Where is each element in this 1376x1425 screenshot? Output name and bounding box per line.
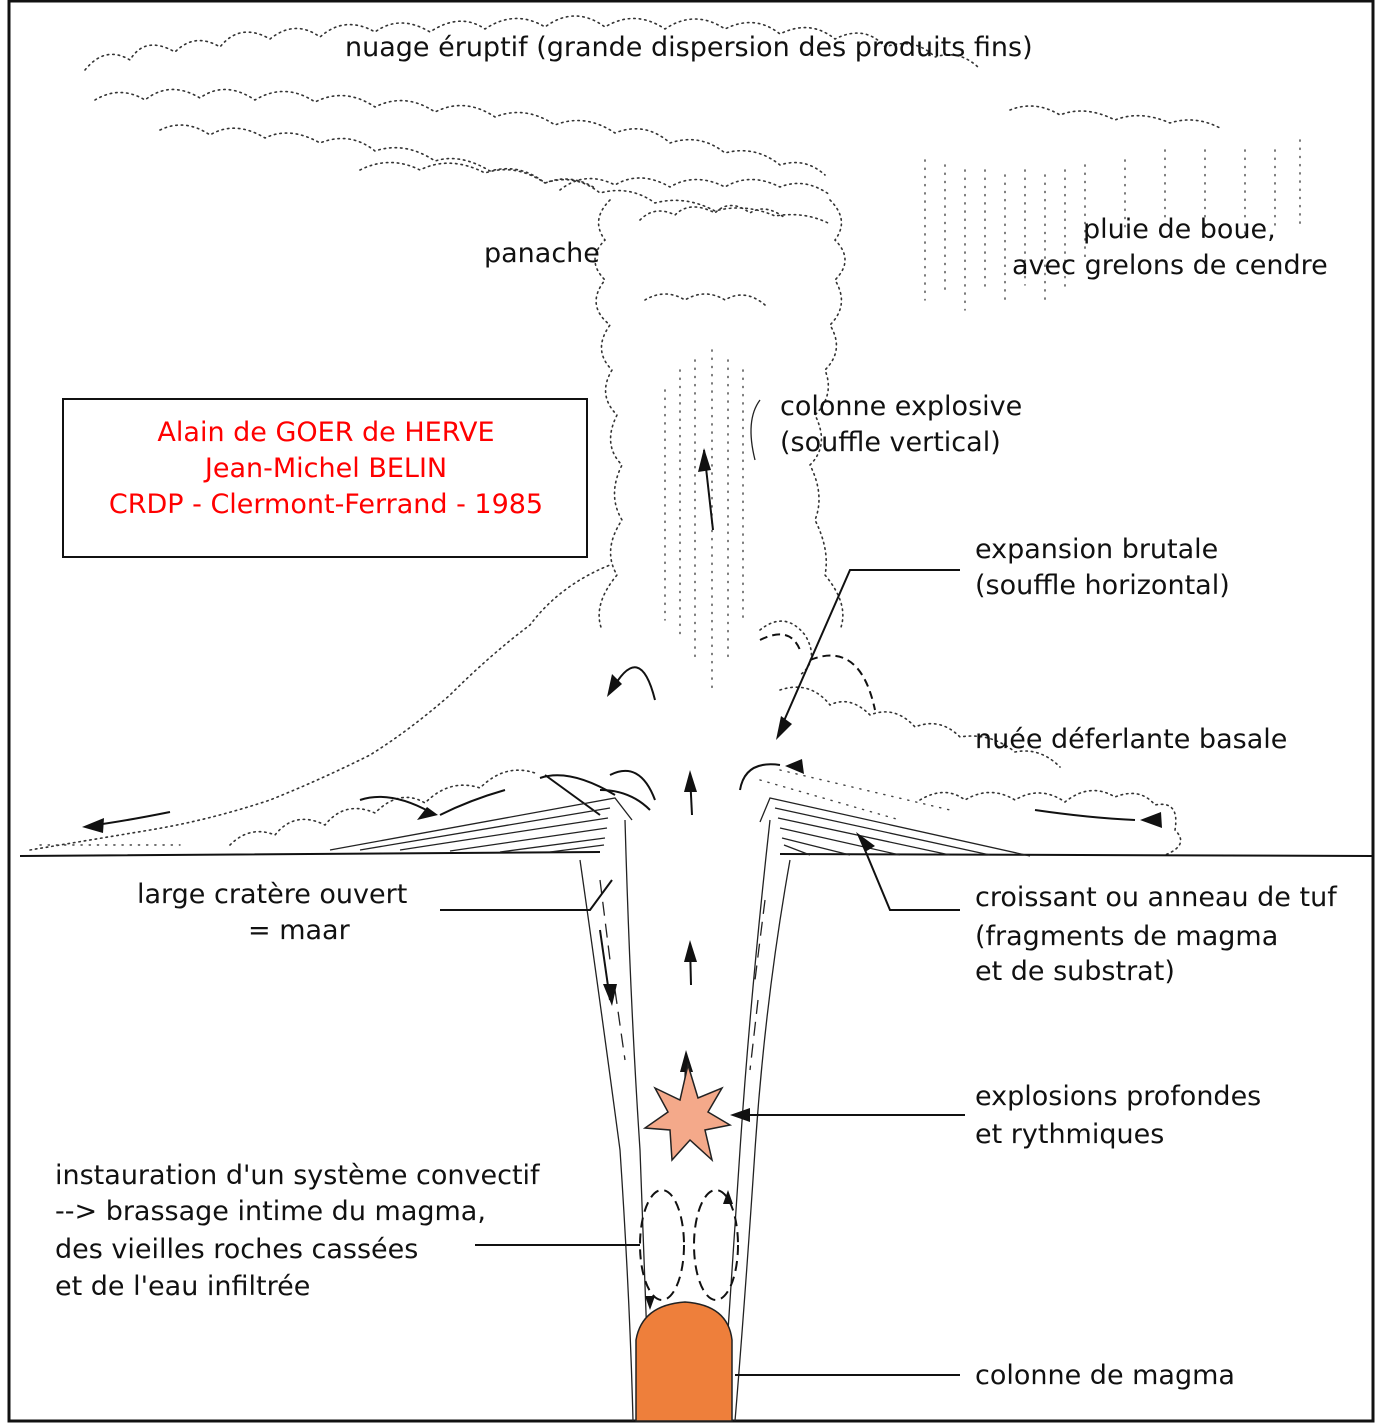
label-tuff-2: (fragments de magma: [975, 921, 1278, 952]
label-crater-2: = maar: [248, 915, 351, 946]
credits-box: Alain de GOER de HERVE Jean-Michel BELIN…: [63, 399, 587, 557]
label-crater-1: large cratère ouvert: [137, 879, 407, 910]
credit-line-2: Jean-Michel BELIN: [203, 453, 447, 484]
label-eruptive-cloud: nuage éruptif (grande dispersion des pro…: [345, 32, 1033, 63]
label-column-2: (souffle vertical): [780, 427, 1001, 458]
label-plume: panache: [484, 238, 600, 269]
label-tuff-3: et de substrat): [975, 956, 1175, 987]
label-convection-4: et de l'eau infiltrée: [55, 1271, 310, 1302]
magma-column: [636, 1302, 732, 1421]
label-expansion-2: (souffle horizontal): [975, 570, 1230, 601]
label-mud-rain-1: pluie de boue,: [1083, 214, 1276, 245]
label-expansion-1: expansion brutale: [975, 534, 1218, 565]
credit-line-3: CRDP - Clermont-Ferrand - 1985: [109, 489, 543, 520]
label-convection-2: --> brassage intime du magma,: [55, 1196, 486, 1227]
credit-line-1: Alain de GOER de HERVE: [157, 417, 494, 448]
label-explosions-2: et rythmiques: [975, 1119, 1164, 1150]
label-explosions-1: explosions profondes: [975, 1081, 1261, 1112]
label-convection-3: des vieilles roches cassées: [55, 1234, 418, 1265]
label-surge: nuée déferlante basale: [975, 724, 1287, 755]
label-tuff-1: croissant ou anneau de tuf: [975, 882, 1338, 913]
label-magma: colonne de magma: [975, 1360, 1235, 1391]
label-column-1: colonne explosive: [780, 391, 1022, 422]
label-convection-1: instauration d'un système convectif: [55, 1160, 541, 1191]
label-mud-rain-2: avec grelons de cendre: [1012, 250, 1328, 281]
